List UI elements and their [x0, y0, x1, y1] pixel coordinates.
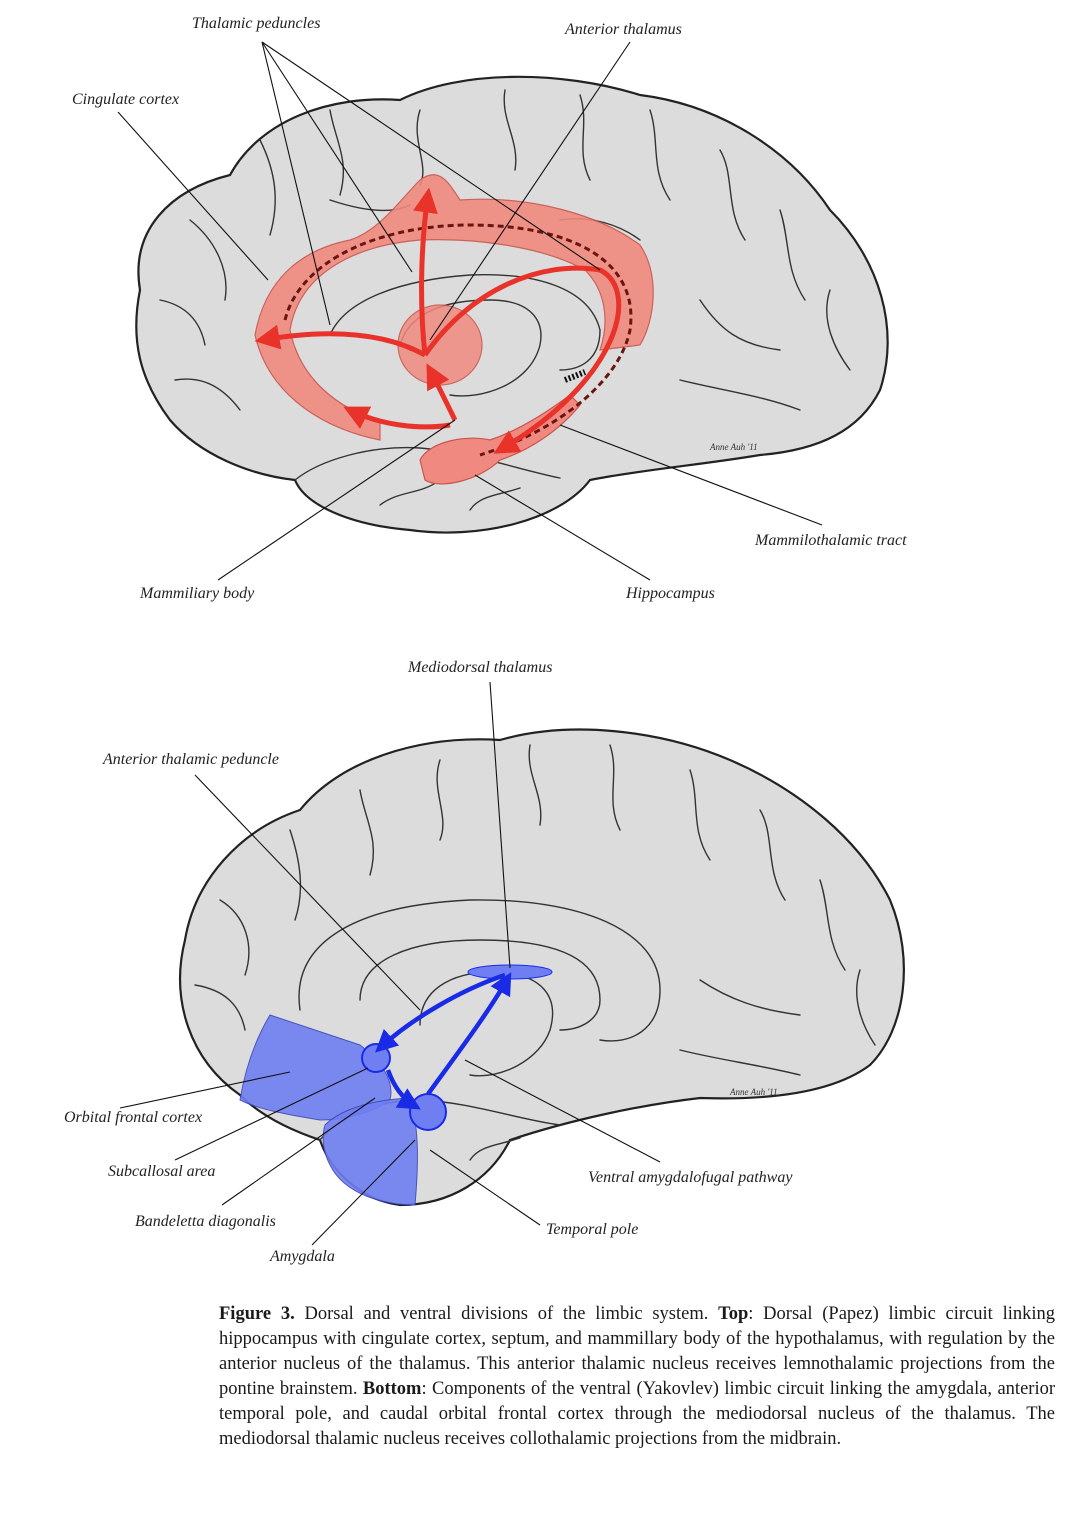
caption-bottom-label: Bottom — [362, 1379, 422, 1399]
top-brain-outline — [135, 75, 889, 534]
caption-top-text: : Dorsal (Papez) limbic circuit linking … — [219, 1304, 1055, 1399]
top-thalamus-highlight — [397, 304, 483, 386]
label-thalamic-peduncles: Thalamic peduncles — [192, 15, 320, 32]
bottom-panel: Mediodorsal thalamus Anterior thalamic p… — [64, 659, 905, 1265]
caption-figure-label: Figure 3. — [219, 1304, 295, 1324]
top-cingulate-highlight — [254, 174, 654, 441]
label-mammillary-body: Mammiliary body — [139, 585, 255, 602]
top-leader-lines — [117, 41, 823, 581]
label-temporal-pole: Temporal pole — [546, 1221, 638, 1238]
bottom-leader-lines — [119, 681, 661, 1246]
label-hippocampus: Hippocampus — [625, 585, 715, 602]
label-orbital-frontal-cortex: Orbital frontal cortex — [64, 1109, 202, 1126]
top-panel: Thalamic peduncles Anterior thalamus Cin… — [72, 15, 907, 602]
label-subcallosal-area: Subcallosal area — [108, 1163, 215, 1180]
top-signature: Anne Auh '11 — [709, 442, 758, 452]
label-amygdala: Amygdala — [269, 1248, 335, 1265]
bottom-signature: Anne Auh '11 — [729, 1087, 778, 1097]
top-circuit-arrows — [254, 187, 622, 454]
top-gyri — [159, 89, 851, 511]
bottom-amygdala-highlight — [322, 1097, 418, 1206]
limbic-system-figure: Thalamic peduncles Anterior thalamus Cin… — [64, 15, 907, 1265]
caption-top-label: Top — [718, 1304, 749, 1324]
caption-intro: Dorsal and ventral divisions of the limb… — [294, 1304, 719, 1324]
bottom-gyri — [194, 744, 876, 1161]
label-ventral-amygdalofugal-pathway: Ventral amygdalofugal pathway — [588, 1169, 793, 1186]
figure-caption: Figure 3. Dorsal and ventral divisions o… — [219, 1302, 1055, 1452]
bottom-circuit-arrows — [375, 972, 512, 1110]
label-cingulate-cortex: Cingulate cortex — [72, 91, 179, 108]
label-anterior-thalamic-peduncle: Anterior thalamic peduncle — [102, 751, 279, 768]
bottom-amygdala-node — [409, 1093, 447, 1131]
label-mediodorsal-thalamus: Mediodorsal thalamus — [407, 659, 552, 676]
label-anterior-thalamus: Anterior thalamus — [564, 21, 682, 38]
label-mammilothalamic-tract: Mammilothalamic tract — [754, 532, 907, 549]
caption-bottom-text: : Components of the ventral (Yakovlev) l… — [219, 1379, 1055, 1449]
label-bandeletta-diagonalis: Bandeletta diagonalis — [135, 1213, 276, 1230]
bottom-subcallosal-node — [361, 1043, 391, 1073]
